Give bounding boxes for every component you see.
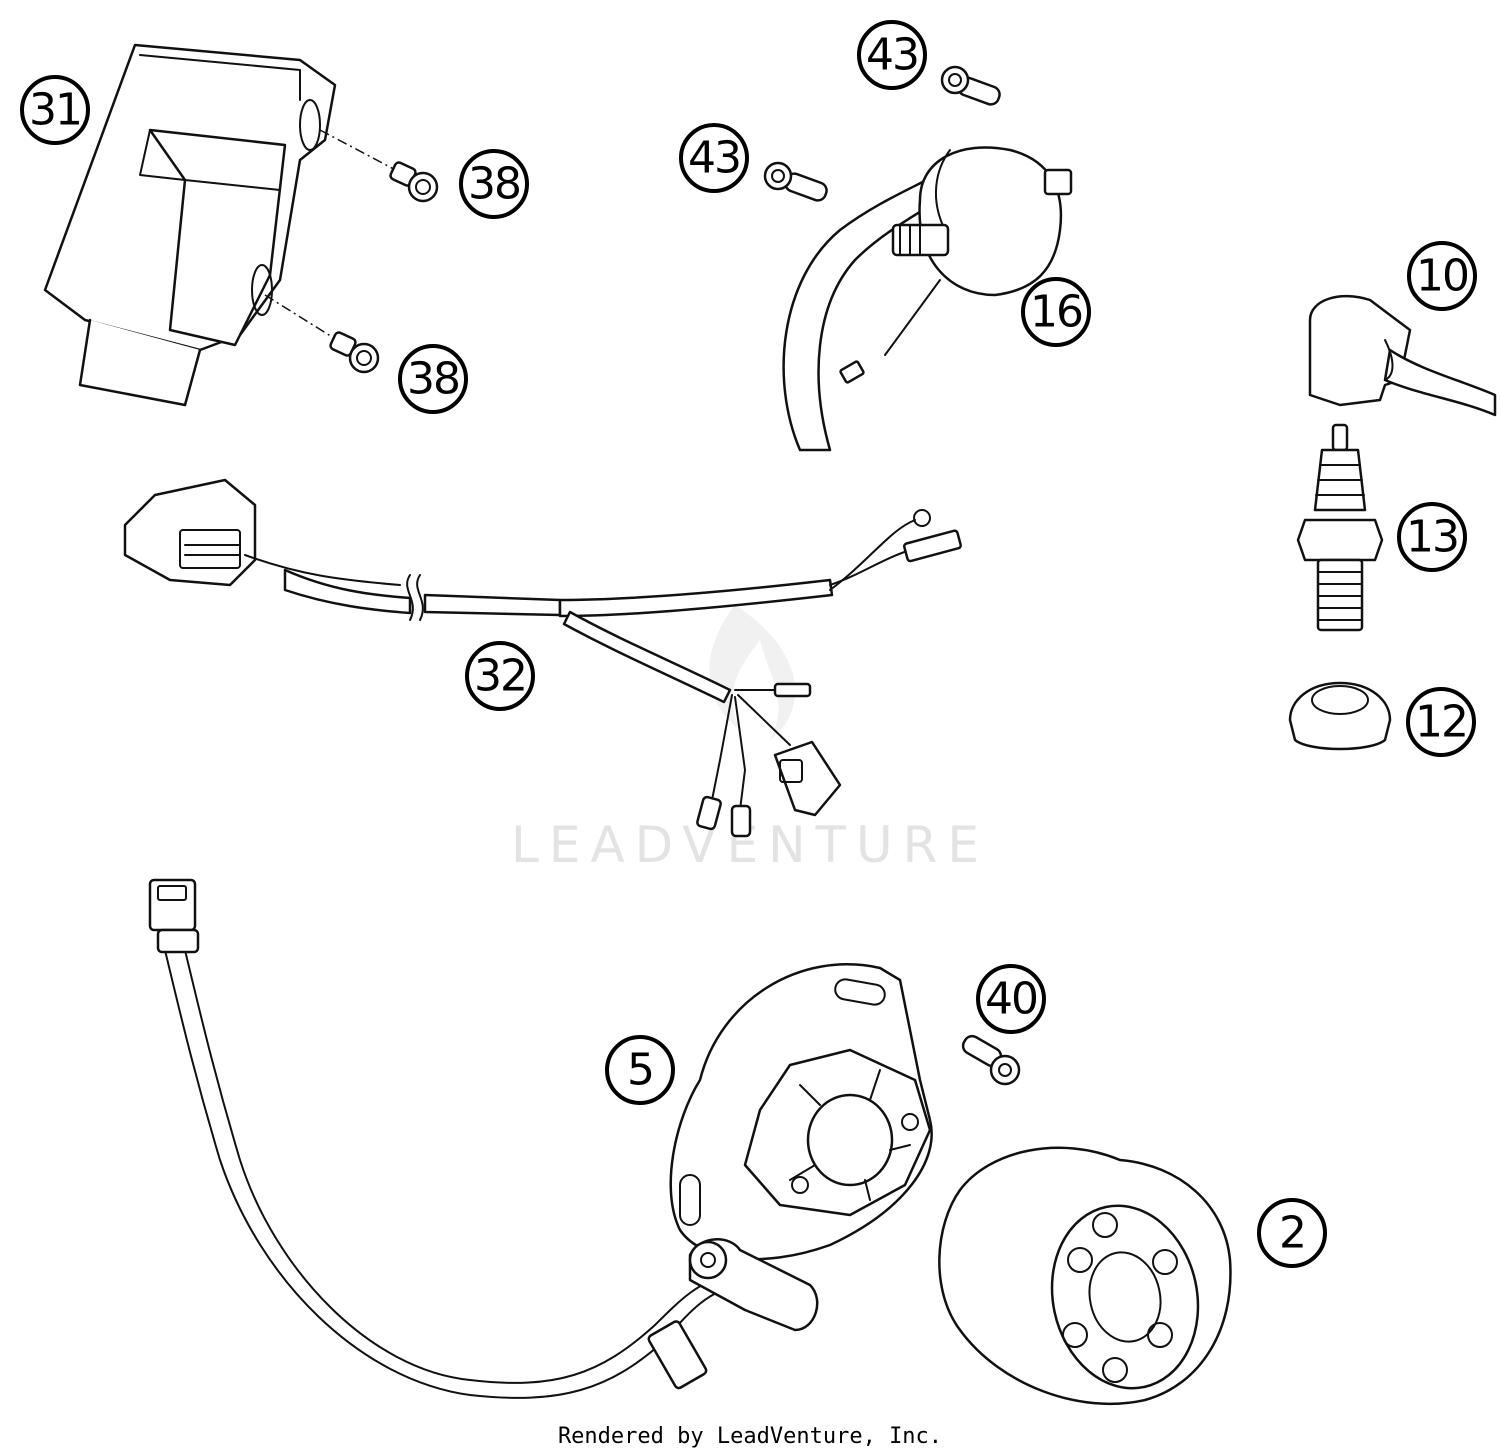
callout-32: 32 — [465, 641, 535, 711]
svg-text:38: 38 — [407, 354, 459, 405]
ignition-coil — [782, 146, 1073, 452]
leader-line-upper — [319, 129, 406, 176]
svg-text:43: 43 — [866, 30, 918, 81]
svg-text:32: 32 — [474, 651, 526, 702]
wiring-harness — [123, 478, 962, 838]
svg-text:43: 43 — [688, 133, 740, 184]
svg-text:12: 12 — [1415, 697, 1467, 748]
coil-bolt-lower — [763, 161, 828, 202]
svg-text:5: 5 — [627, 1045, 653, 1096]
callout-31: 31 — [20, 75, 90, 145]
callout-12: 12 — [1406, 687, 1476, 757]
callout-13: 13 — [1397, 502, 1467, 572]
leader-line-lower — [264, 294, 346, 346]
callout-38-upper: 38 — [459, 149, 529, 219]
flywheel-rotor — [938, 1146, 1232, 1406]
callout-43-lower: 43 — [679, 123, 749, 193]
flange-bolt-lower — [329, 331, 380, 374]
callout-38-lower: 38 — [398, 344, 468, 414]
callout-2: 2 — [1257, 1198, 1327, 1268]
svg-text:40: 40 — [985, 974, 1037, 1025]
callout-10: 10 — [1407, 241, 1477, 311]
ignition-control-unit — [43, 43, 337, 407]
stator-assembly — [148, 878, 933, 1399]
svg-text:38: 38 — [468, 159, 520, 210]
coil-bolt-upper — [940, 65, 1001, 106]
grommet — [1288, 681, 1392, 751]
callout-40: 40 — [976, 964, 1046, 1034]
flange-bolt-upper — [389, 161, 439, 203]
svg-text:13: 13 — [1406, 512, 1458, 563]
footer-credit: Rendered by LeadVenture, Inc. — [558, 1424, 942, 1449]
watermark-logo — [709, 605, 796, 740]
svg-text:10: 10 — [1416, 251, 1468, 302]
spark-plug-cap — [1308, 294, 1497, 417]
callout-16: 16 — [1021, 277, 1091, 347]
svg-text:16: 16 — [1030, 287, 1082, 338]
callout-43-upper: 43 — [857, 20, 927, 90]
stator-bolt — [961, 1034, 1021, 1086]
callout-5: 5 — [605, 1035, 675, 1105]
svg-text:2: 2 — [1279, 1208, 1305, 1259]
svg-text:31: 31 — [29, 85, 81, 136]
spark-plug — [1296, 423, 1384, 632]
